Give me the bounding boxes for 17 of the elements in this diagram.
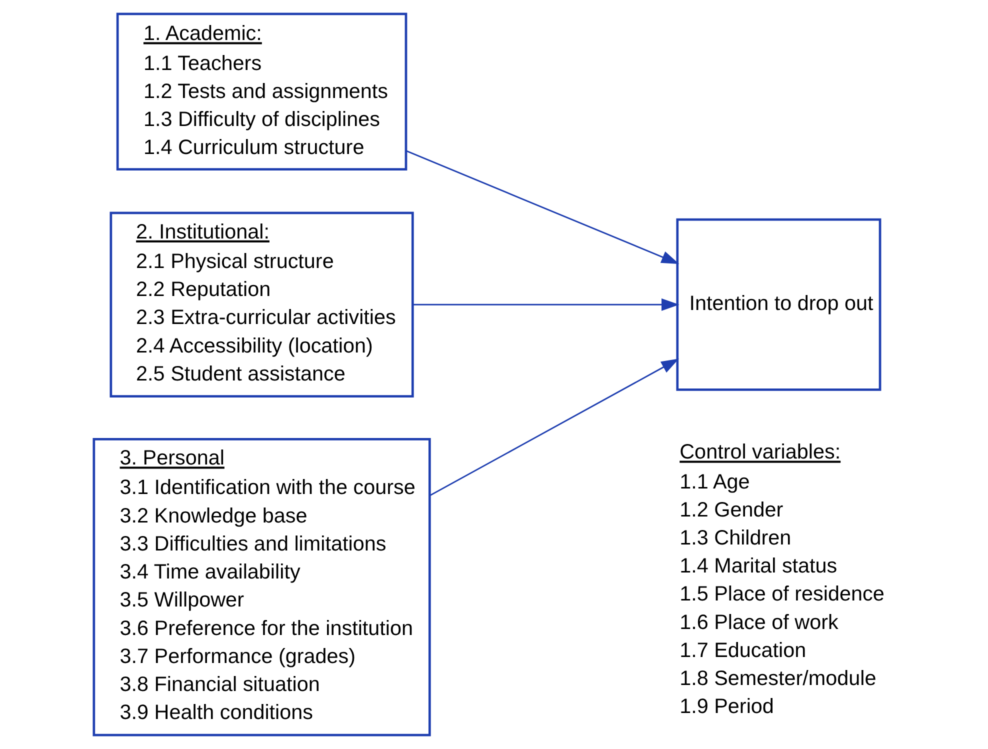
arrow (406, 150, 680, 264)
label: Control variables: (680, 440, 841, 464)
label: 1.2 Gender (680, 498, 784, 522)
label: 1.7 Education (680, 638, 806, 662)
node-box: 1. Academic: 1.1 Teachers 1.2 Tests and assignments 1.3 Difficulty of disciplines 1.4 Curriculum structure (116, 12, 408, 170)
node-box: Intention to drop out (676, 218, 882, 391)
label: 1.6 Place of work (680, 610, 838, 634)
node-box: 2. Institutional: 2.1 Physical structure 2.2 Reputation 2.3 Extra-curricular activities 2.4 Accessibility (location) 2.5 Student assistance (110, 212, 414, 398)
node-box: 3. Personal 3.1 Identification with the course 3.2 Knowledge base 3.3 Difficulties and limitations 3.4 Time availability 3.5 Willpower 3.6 Preference for the institution 3.7 Performance (grades) 3.8 Financial situation 3.9 Health conditions (92, 438, 431, 736)
arrow (430, 358, 680, 496)
arrow (413, 298, 680, 311)
label: 1.9 Period (680, 695, 774, 718)
label: 1.4 Marital status (680, 554, 838, 578)
label: 1.3 Children (680, 526, 792, 550)
label: 1.8 Semester/module (680, 667, 876, 690)
label: 1.5 Place of residence (680, 582, 884, 606)
label: 1.1 Age (680, 470, 750, 494)
